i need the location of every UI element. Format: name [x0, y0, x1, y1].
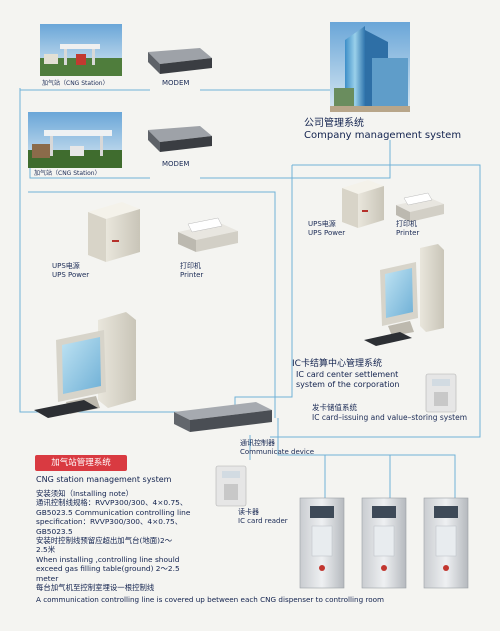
center-printer-label-en: Printer	[396, 229, 420, 237]
communication-controller	[174, 402, 272, 432]
modem-device-1	[148, 48, 212, 74]
modem-device-2	[148, 126, 212, 152]
center-printer-label-cn: 打印机	[396, 220, 417, 228]
station-box-top	[28, 191, 276, 418]
station-photo-1	[40, 24, 122, 76]
line-station1	[19, 88, 180, 413]
note-line: GB5023.5	[36, 526, 73, 536]
station-2-label: 加气站（CNG Station）	[34, 170, 101, 177]
card-reader-label-en: IC card reader	[238, 517, 288, 525]
note-line: exceed gas filling table(ground) 2～2.5	[36, 564, 180, 574]
note-line: 通讯控制线规格：RVVP300/300、4×0.75、	[36, 498, 188, 508]
modem-1-label: MODEM	[162, 79, 190, 87]
issuing-card-device	[425, 373, 457, 413]
note-line: 安装须知（Installing note）	[36, 489, 134, 498]
center-title-cn: IC卡结算中心管理系统	[292, 359, 382, 369]
comm-device-label-cn: 通讯控制器	[240, 439, 275, 447]
center-ups-label-en: UPS Power	[308, 229, 346, 237]
center-ups	[342, 180, 384, 228]
station-1-label: 加气站（CNG Station）	[42, 80, 109, 87]
station-printer-label-cn: 打印机	[180, 262, 201, 270]
center-title-en-2: system of the corporation	[296, 380, 400, 389]
cng-dispenser-3	[423, 497, 469, 589]
note-line: When installing ,controlling line should	[36, 554, 180, 564]
station-system-title-en: CNG station management system	[36, 475, 172, 484]
cng-dispenser-1	[299, 497, 345, 589]
station-printer-label-en: Printer	[180, 271, 204, 279]
comm-device-label-en: Communicate device	[240, 448, 315, 456]
center-ups-label-cn: UPS电源	[308, 220, 336, 228]
bottom-note: A communication controlling line is cove…	[36, 595, 385, 604]
station-photo-2	[28, 112, 122, 168]
station-ups-label-en: UPS Power	[52, 271, 90, 279]
card-reader-label-cn: 读卡器	[238, 508, 259, 516]
station-computer	[34, 312, 136, 418]
modem-2-label: MODEM	[162, 160, 190, 168]
company-building	[330, 22, 410, 112]
center-computer	[364, 244, 444, 346]
station-system-badge: 加气站管理系统	[35, 455, 127, 471]
company-title-en: Company management system	[304, 130, 462, 141]
issuing-label-en: IC card–issuing and value–storing system	[312, 413, 467, 422]
issuing-label-cn: 发卡储值系统	[312, 403, 357, 412]
note-line: 每台加气机至控制室埋设一根控制线	[36, 583, 155, 593]
company-title-cn: 公司管理系统	[304, 118, 364, 129]
center-printer	[396, 192, 444, 222]
station-ups-label-cn: UPS电源	[52, 262, 80, 270]
note-line: specification：RVVP300/300、4×0.75、	[36, 517, 183, 527]
station-ups	[88, 202, 140, 262]
center-title-en-1: IC card center settlement	[296, 370, 399, 379]
station-printer	[178, 217, 238, 252]
installing-notes: 安装须知（Installing note） 通讯控制线规格：RVVP300/30…	[36, 489, 190, 592]
note-line: meter	[36, 573, 59, 583]
cng-dispenser-2	[361, 497, 407, 589]
card-reader-device	[215, 465, 247, 507]
note-line: 2.5米	[36, 545, 56, 555]
note-line: 安装时控制线预留应超出加气台(地面)2～	[36, 536, 173, 546]
note-line: GB5023.5 Communication controlling line	[36, 507, 191, 517]
